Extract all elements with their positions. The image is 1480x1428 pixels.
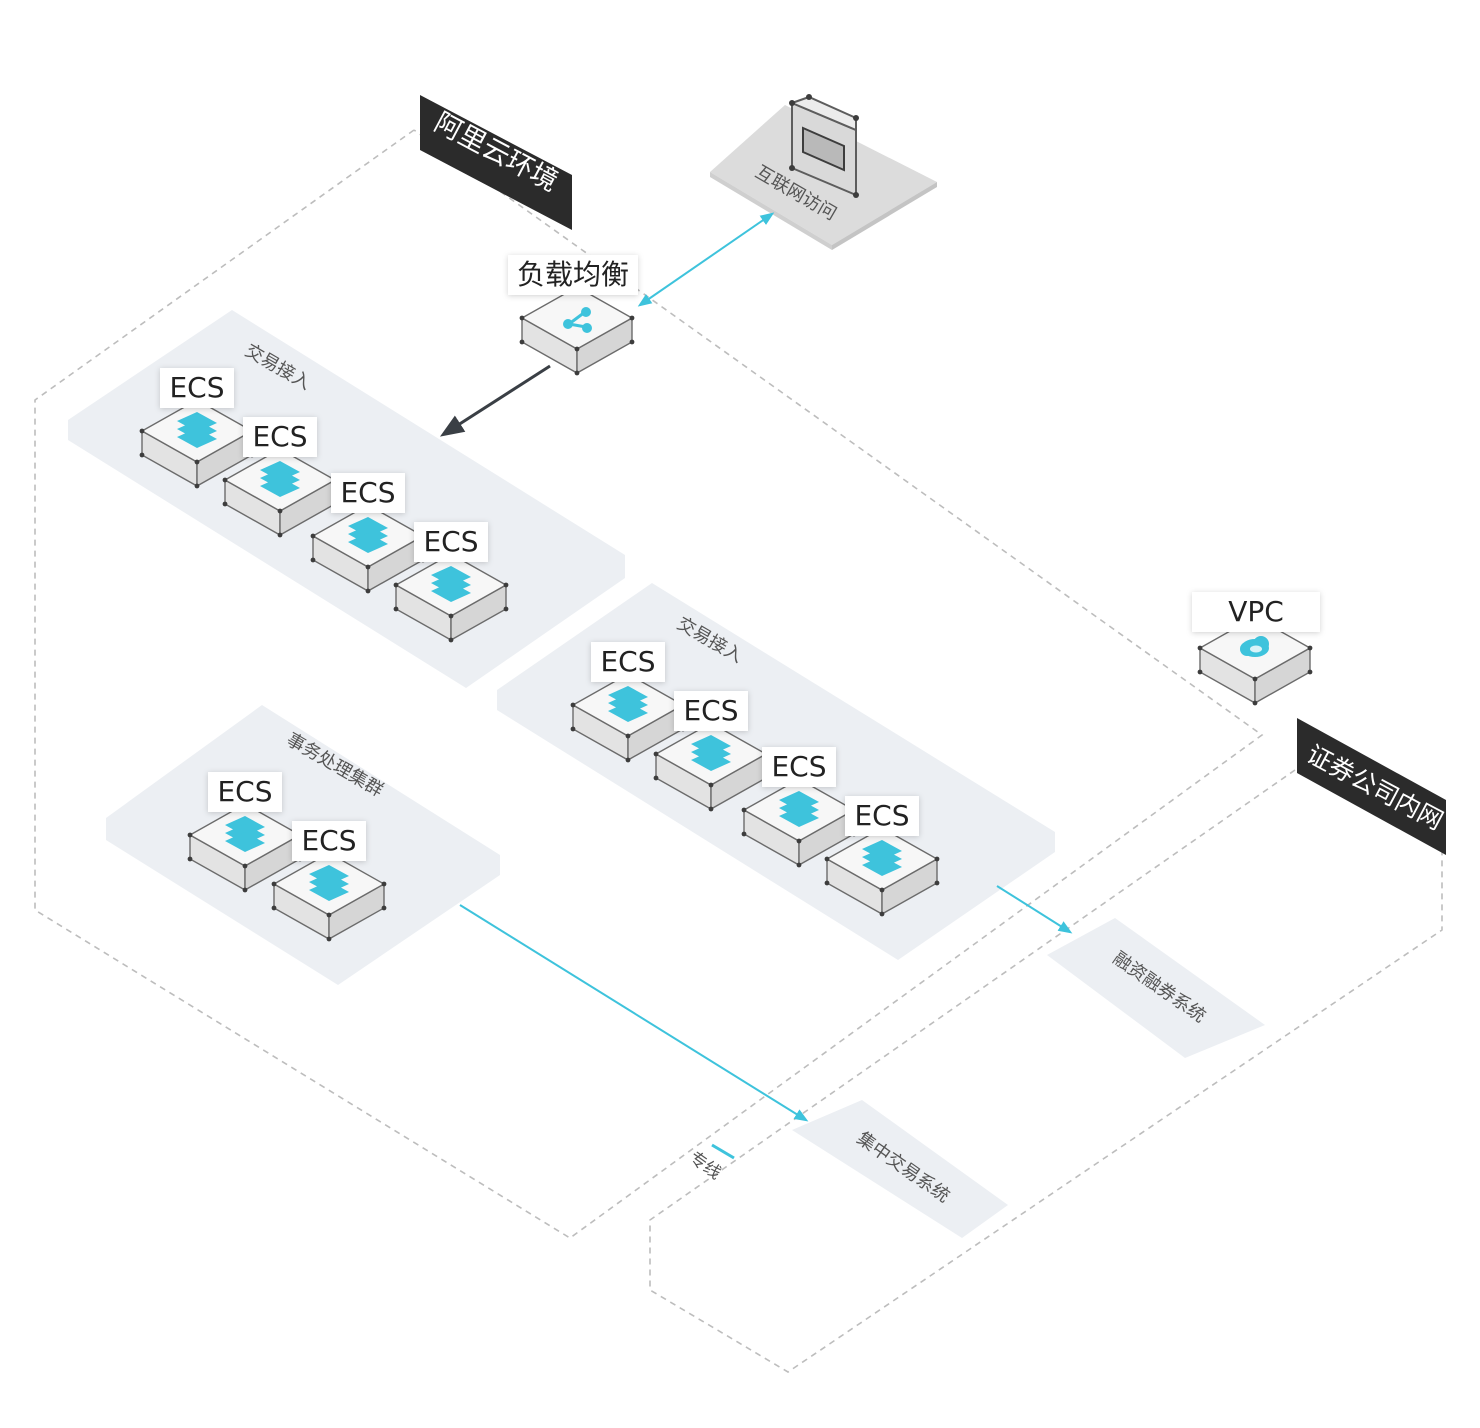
to-central-system-arrow xyxy=(459,904,809,1122)
ecs-label: ECS xyxy=(854,799,909,832)
broker-environment-tag: 证券公司内网 xyxy=(1297,718,1448,855)
vpc-node[interactable]: VPC xyxy=(1192,592,1320,706)
ecs-node[interactable]: ECS xyxy=(824,796,940,917)
server-rack-icon xyxy=(779,791,819,827)
ecs-label-box: ECS xyxy=(208,772,282,812)
internet-lb-arrow xyxy=(637,212,775,307)
server-rack-icon xyxy=(862,840,902,876)
load-balancer-label-box: 负载均衡 xyxy=(508,255,638,295)
margin-trading-system-panel xyxy=(1047,918,1265,1058)
aliyun-environment-boundary xyxy=(34,129,1264,1239)
internet-access-node[interactable]: 互联网访问 xyxy=(710,94,937,250)
ecs-label-box: ECS xyxy=(845,796,919,836)
monitor-icon xyxy=(789,94,859,198)
server-rack-icon xyxy=(608,686,648,722)
cloud-icon xyxy=(1240,636,1269,657)
ecs-label-box: ECS xyxy=(243,417,317,457)
ecs-label-box: ECS xyxy=(414,522,488,562)
server-rack-icon xyxy=(309,865,349,901)
ecs-node[interactable]: ECS xyxy=(310,473,426,594)
ecs-label: ECS xyxy=(771,750,826,783)
ecs-node[interactable]: ECS xyxy=(187,772,303,893)
server-rack-icon xyxy=(177,412,217,448)
ecs-label: ECS xyxy=(600,645,655,678)
ecs-label-box: ECS xyxy=(160,368,234,408)
ecs-label: ECS xyxy=(301,824,356,857)
ecs-node[interactable]: ECS xyxy=(741,747,857,868)
ecs-node[interactable]: ECS xyxy=(393,522,509,643)
ecs-label-box: ECS xyxy=(762,747,836,787)
server-rack-icon xyxy=(691,735,731,771)
broker-environment-boundary xyxy=(649,769,1443,1373)
ecs-label-box: ECS xyxy=(331,473,405,513)
dedicated-line-label: 专线 xyxy=(685,1148,724,1184)
server-rack-icon xyxy=(431,566,471,602)
ecs-label-box: ECS xyxy=(591,642,665,682)
server-rack-icon xyxy=(225,816,265,852)
ecs-label: ECS xyxy=(423,525,478,558)
node-layer: ECS ECS ECS ECS ECS ECS ECS ECS ECS ECS 负载均衡 VPC xyxy=(139,255,1320,942)
aliyun-environment-tag: 阿里云环境 xyxy=(420,95,572,230)
ecs-label: ECS xyxy=(252,420,307,453)
dedicated-line: 专线 xyxy=(685,1143,735,1184)
ecs-label: ECS xyxy=(169,371,224,404)
ecs-label: ECS xyxy=(340,476,395,509)
ecs-label: ECS xyxy=(217,775,272,808)
load-balancer-label: 负载均衡 xyxy=(517,258,629,291)
server-rack-icon xyxy=(260,461,300,497)
vpc-label-box: VPC xyxy=(1192,592,1320,632)
ecs-label: ECS xyxy=(683,694,738,727)
ecs-node[interactable]: ECS xyxy=(570,642,686,763)
ecs-label-box: ECS xyxy=(292,821,366,861)
ecs-node[interactable]: ECS xyxy=(271,821,387,942)
ecs-label-box: ECS xyxy=(674,691,748,731)
load-balancer-node[interactable]: 负载均衡 xyxy=(508,255,638,376)
vpc-label: VPC xyxy=(1228,595,1284,628)
to-margin-system-arrow xyxy=(996,885,1073,934)
ecs-node[interactable]: ECS xyxy=(139,368,255,489)
central-trading-system-panel xyxy=(792,1100,1008,1238)
ecs-node[interactable]: ECS xyxy=(222,417,338,538)
share-nodes-icon xyxy=(563,307,592,333)
lb-to-ecs-arrow xyxy=(439,364,551,437)
server-rack-icon xyxy=(348,517,388,553)
